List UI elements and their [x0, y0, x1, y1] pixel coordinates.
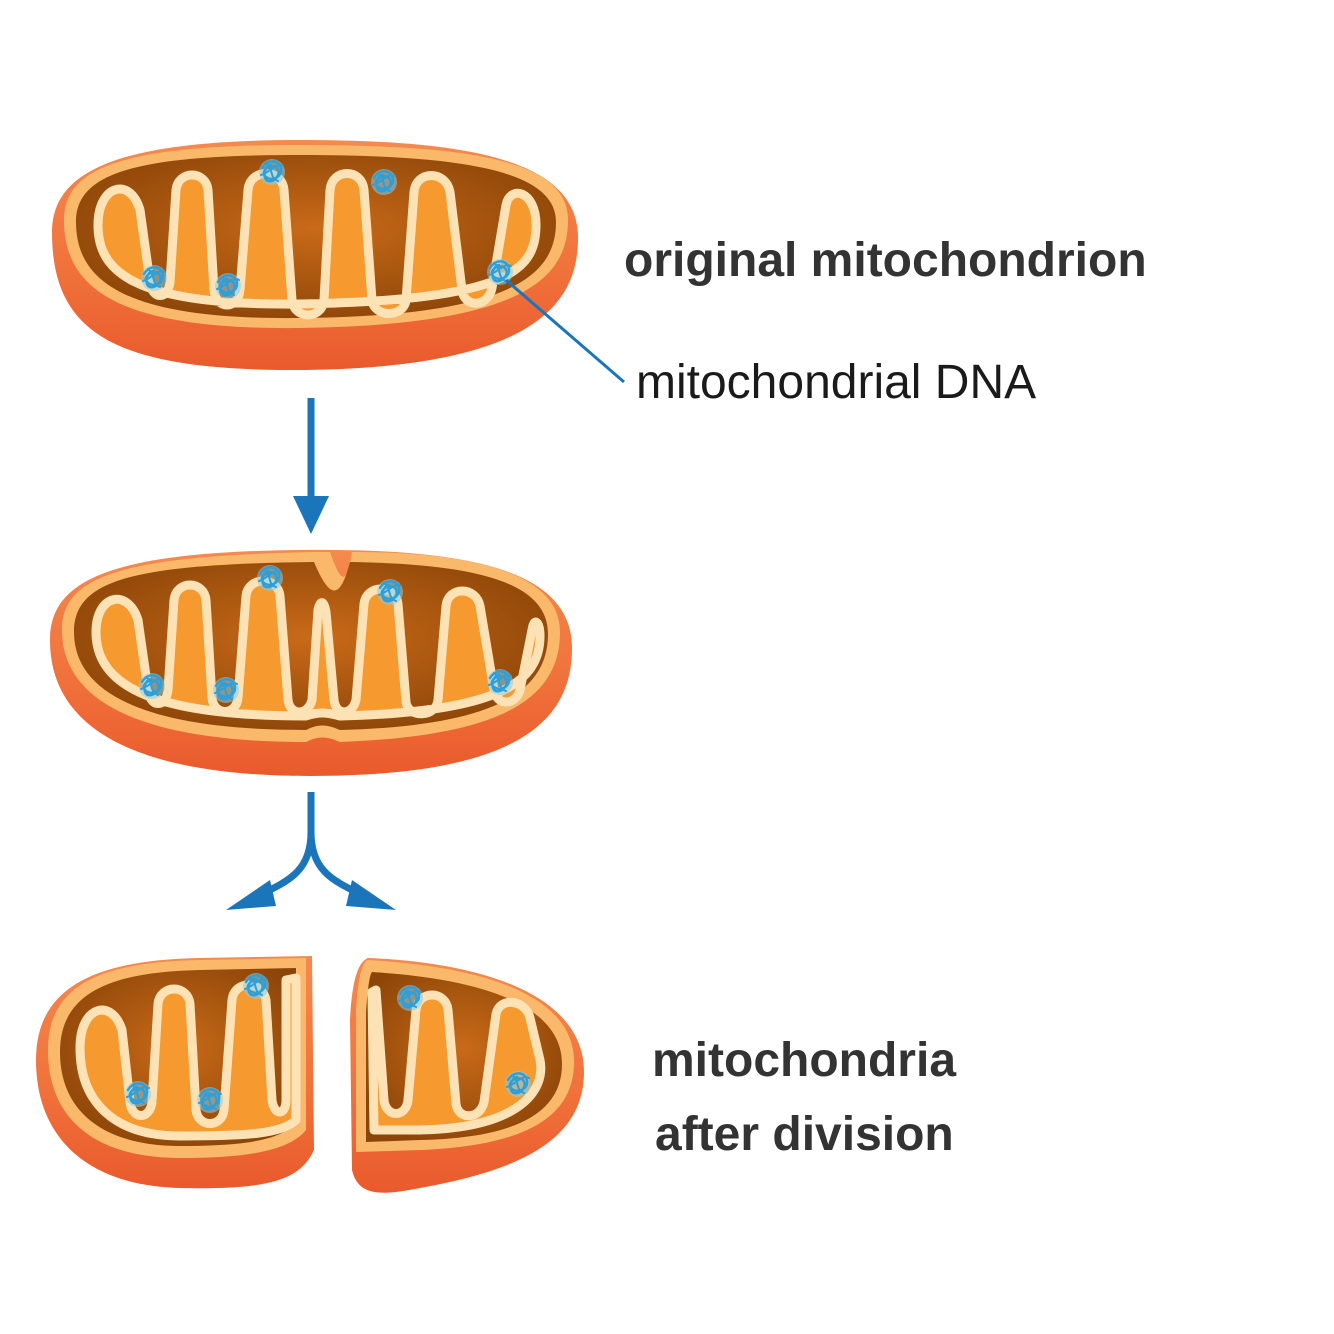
dna-cluster [255, 563, 285, 593]
dna-cluster [369, 167, 399, 197]
cristae-inner-membrane [367, 985, 546, 1135]
label-mitochondrial-dna: mitochondrial DNA [636, 356, 1036, 409]
dna-cluster [195, 1085, 225, 1115]
dna-cluster [211, 675, 241, 705]
dna-cluster [485, 667, 515, 697]
dna-cluster [375, 577, 405, 607]
cristae-inner-membrane [75, 973, 301, 1141]
dna-cluster [137, 671, 167, 701]
label-original-mitochondrion: original mitochondrion [624, 234, 1147, 287]
dna-cluster [123, 1079, 153, 1109]
dna-leader-line [505, 278, 625, 384]
arrow-down [293, 398, 329, 534]
dna-cluster [395, 983, 425, 1013]
dna-cluster [257, 157, 287, 187]
dna-cluster [241, 971, 271, 1001]
original-mitochondrion [52, 140, 578, 371]
arrow-split [226, 792, 396, 910]
dna-cluster [139, 263, 169, 293]
cristae-inner-membrane [93, 169, 541, 320]
label-after-division-line1: mitochondria [652, 1034, 956, 1087]
daughter-mitochondrion-right [350, 958, 584, 1193]
daughter-mitochondrion-left [36, 956, 314, 1189]
dividing-mitochondrion [50, 549, 572, 776]
dna-cluster [213, 271, 243, 301]
dna-cluster [503, 1069, 533, 1099]
label-after-division-line2: after division [655, 1108, 954, 1161]
